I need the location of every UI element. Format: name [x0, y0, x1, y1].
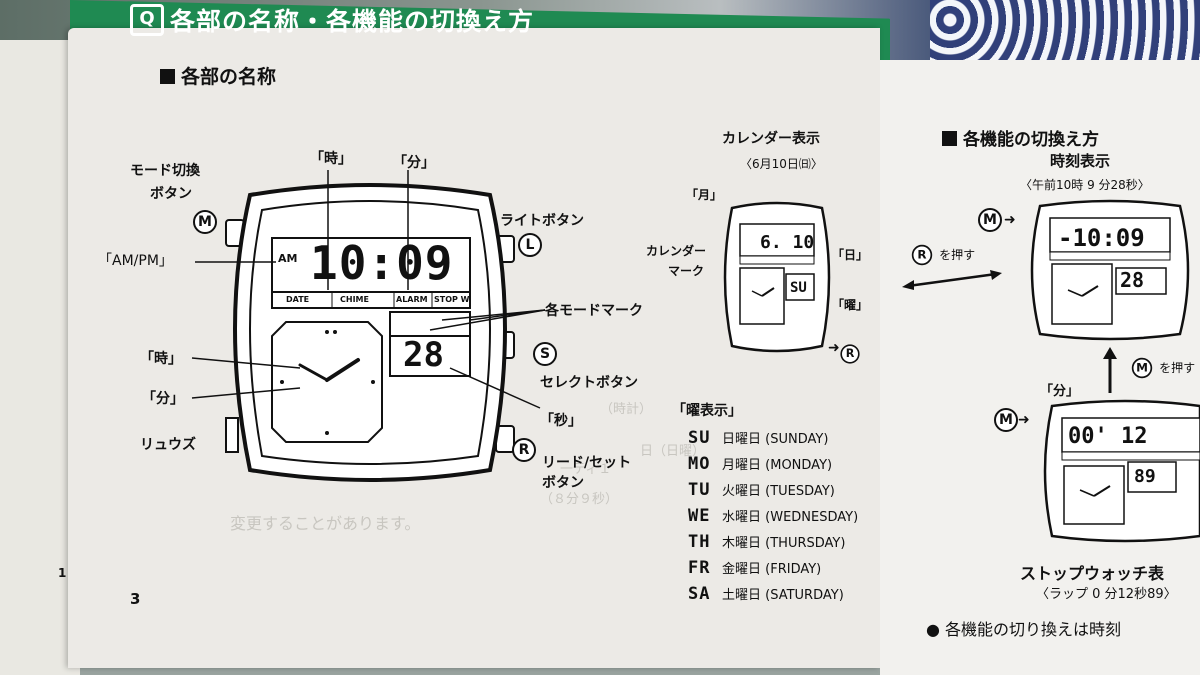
- label-read-set-2: ボタン: [542, 475, 584, 491]
- bleed-text: （時計）: [600, 402, 653, 417]
- watch-time-display: 10:09: [310, 236, 454, 290]
- label-mode-marks: 各モードマーク: [545, 303, 643, 319]
- time-display-title: 時刻表示: [1050, 152, 1111, 170]
- label-min-hand: 「分」: [142, 391, 184, 407]
- bleed-text: （８分９秒）: [540, 492, 619, 507]
- page-number: 3: [130, 590, 141, 608]
- label-hour-hand: 「時」: [140, 351, 182, 367]
- tab-date: DATE: [286, 295, 310, 304]
- time-display-subtitle: 〈午前10時 9 分28秒〉: [1020, 178, 1150, 192]
- up-arrow-icon: [1103, 347, 1117, 393]
- bleed-text: 変更することがあります。: [230, 514, 421, 533]
- calendar-day-label: 「日」: [832, 248, 869, 262]
- arrow-icon: ➜: [828, 340, 840, 356]
- m-button-icon: M: [994, 408, 1018, 432]
- stopwatch-watch-icon: [1043, 399, 1200, 543]
- stopwatch-hundredths: 89: [1134, 466, 1156, 487]
- tab-chime: CHIME: [340, 295, 369, 304]
- tab-stop: STOP W: [434, 295, 470, 304]
- calendar-mark-label: カレンダー: [646, 244, 707, 258]
- r-button-icon: R: [512, 438, 536, 462]
- calendar-mark-label-2: マーク: [668, 264, 705, 278]
- bleed-text: 日（日曜）: [640, 444, 706, 459]
- square-bullet-icon: [942, 131, 957, 146]
- calendar-title: カレンダー表示: [722, 131, 820, 147]
- time-watch-display: -10:09: [1058, 224, 1145, 252]
- watch-seconds-display: 28: [403, 335, 444, 375]
- arrow-icon: ➜: [1018, 412, 1030, 428]
- right-section-title: 各機能の切換え方: [942, 125, 1099, 150]
- square-bullet-icon: [160, 69, 175, 84]
- l-button-icon: L: [518, 233, 542, 257]
- calendar-subtitle: 〈6月10日㈰〉: [740, 157, 823, 171]
- time-watch-seconds: 28: [1120, 268, 1145, 292]
- calendar-watch-icon: [723, 201, 831, 353]
- s-button-icon: S: [533, 342, 557, 366]
- arrow-icon: ➜: [1004, 212, 1016, 228]
- side-page-number: 1: [58, 566, 67, 580]
- header-title: 各部の名称・各機能の切換え方: [170, 7, 535, 36]
- m-button-icon: M: [978, 208, 1002, 232]
- label-crown: リュウズ: [140, 437, 196, 453]
- stopwatch-display: 00' 12: [1068, 424, 1148, 449]
- time-watch-icon: [1030, 199, 1190, 341]
- am-indicator: AM: [278, 252, 298, 265]
- label-hour-top: 「時」: [310, 151, 352, 167]
- calendar-weekday-display: SU: [790, 280, 807, 296]
- calendar-month-label: 「月」: [686, 188, 723, 202]
- label-mode-button: モード切換: [130, 163, 200, 179]
- brand-logo: Q: [130, 4, 164, 36]
- label-light-button: ライトボタン: [500, 213, 584, 229]
- stopwatch-title: ストップウォッチ表: [1020, 564, 1165, 583]
- bleed-text: 一ティ１: [560, 462, 612, 477]
- label-select-button: セレクトボタン: [540, 375, 638, 391]
- m-press-instruction: M を押す: [1130, 356, 1195, 380]
- min-label: 「分」: [1040, 384, 1080, 399]
- label-seconds: 「秒」: [540, 413, 582, 429]
- background-page-stack: [0, 40, 80, 675]
- section-title: 各部の名称: [160, 62, 276, 89]
- double-arrow-icon: [902, 270, 1002, 290]
- watch-diagram: [225, 183, 515, 482]
- label-mode-button-2: ボタン: [150, 186, 192, 202]
- label-ampm: 「AM/PM」: [98, 253, 173, 269]
- weekday-list-title: 「曜表示」: [672, 403, 742, 419]
- stopwatch-subtitle: 〈ラップ 0 分12秒89〉: [1036, 587, 1177, 602]
- label-min-top: 「分」: [393, 155, 435, 171]
- label-read-set: リード/セット: [542, 455, 632, 471]
- r-press-instruction: R を押す: [910, 243, 975, 267]
- r-button-icon: R: [840, 344, 860, 364]
- m-button-icon: M: [193, 210, 217, 234]
- tab-alarm: ALARM: [396, 295, 428, 304]
- calendar-weekday-label: 「曜」: [832, 298, 869, 312]
- note-text: ● 各機能の切り換えは時刻: [926, 620, 1122, 639]
- calendar-date-display: 6. 10: [760, 232, 815, 253]
